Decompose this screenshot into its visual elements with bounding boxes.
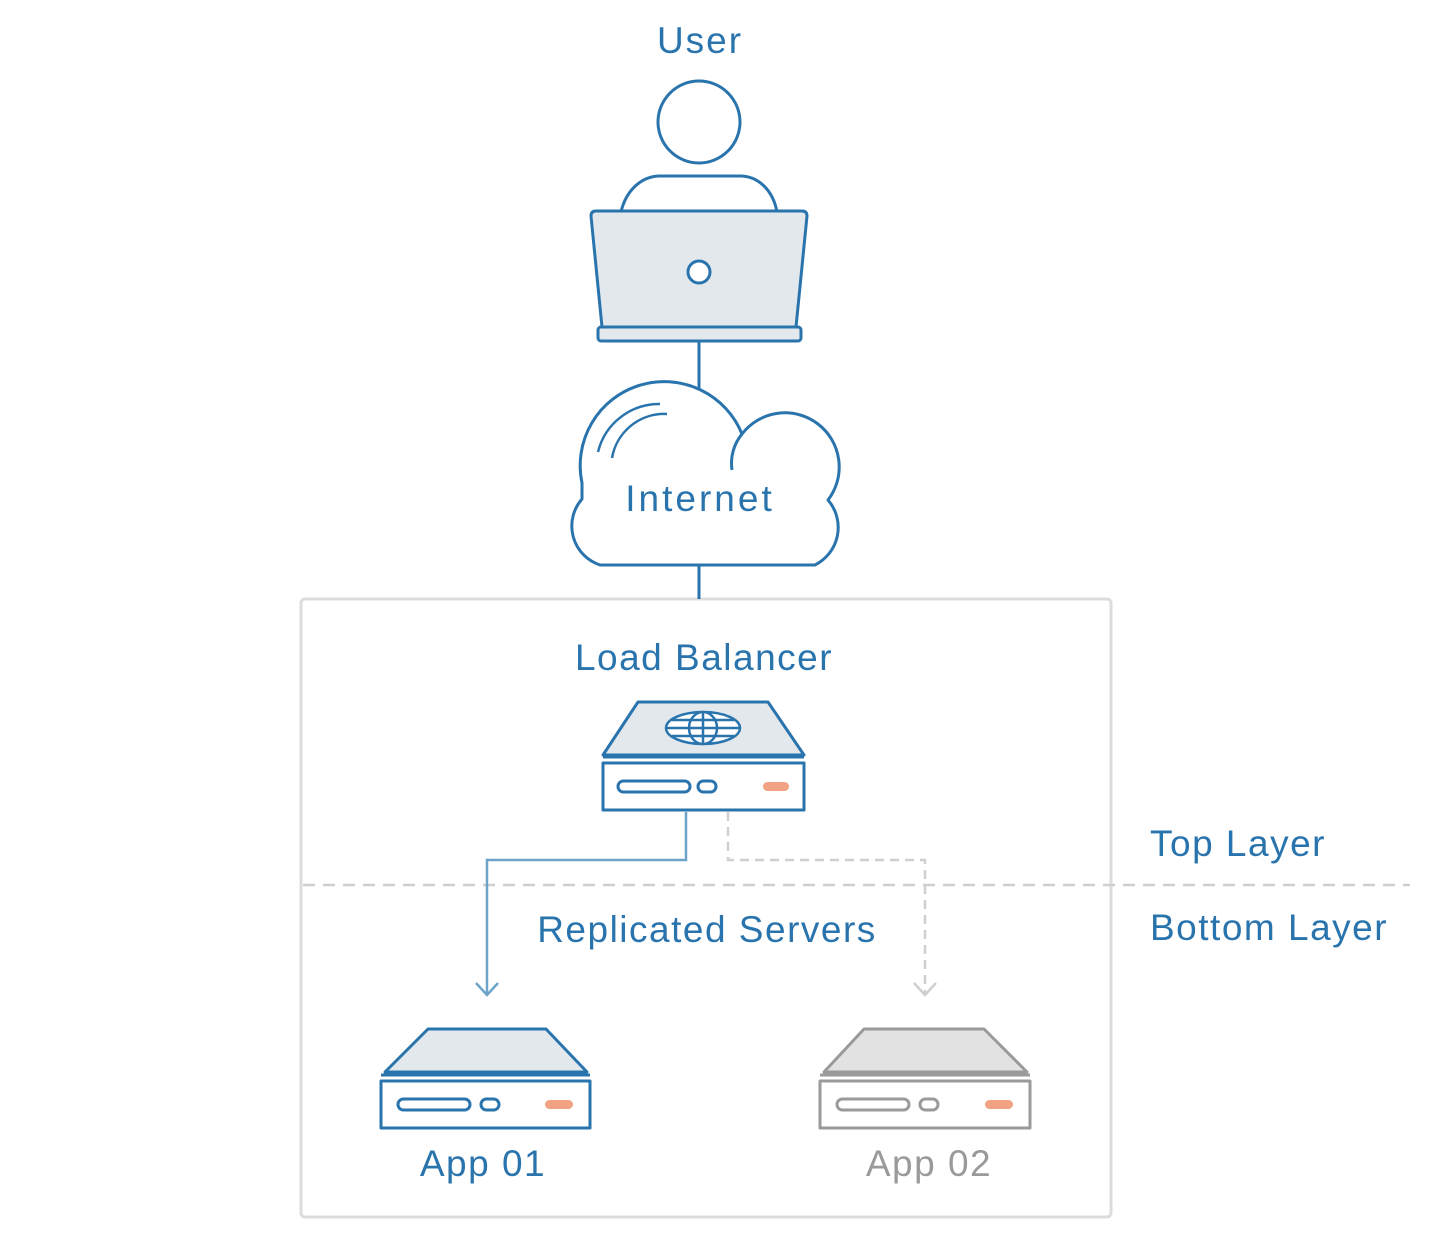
replicated-servers-label: Replicated Servers <box>537 909 877 950</box>
user-label: User <box>657 20 743 61</box>
globe-icon <box>664 710 742 746</box>
server-with-globe-icon <box>601 700 806 812</box>
person-with-laptop-icon <box>589 79 809 343</box>
bottom-layer-label: Bottom Layer <box>1150 907 1388 948</box>
internet-label: Internet <box>625 478 774 519</box>
server-icon-app01 <box>379 1027 592 1130</box>
server-icon-app02 <box>818 1027 1032 1130</box>
load-balancer-label: Load Balancer <box>575 637 833 678</box>
app02-label: App 02 <box>866 1143 992 1184</box>
cloud-icon <box>570 380 841 567</box>
infrastructure-box <box>299 597 1113 1219</box>
connection-lb-app02 <box>726 812 937 997</box>
connection-lb-app01 <box>475 812 688 997</box>
top-layer-label: Top Layer <box>1150 823 1326 864</box>
app01-label: App 01 <box>420 1143 546 1184</box>
